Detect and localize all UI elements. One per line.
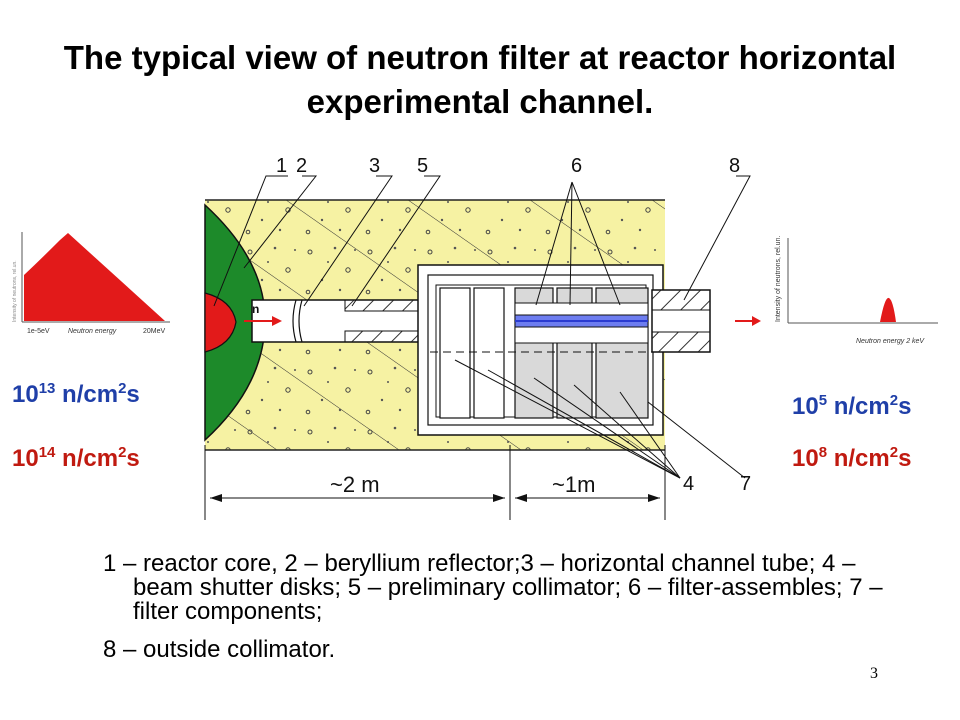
- spectrum-left: 1e-5eV Neutron energy 20MeV Intensity of…: [12, 232, 170, 335]
- spectrum-right: Neutron energy 2 keV Intensity of neutro…: [775, 236, 938, 345]
- flux-left-top: 1013 n/cm2s: [12, 380, 140, 408]
- callout-1: 1: [276, 155, 287, 177]
- filter-housing: [417, 264, 665, 436]
- reactor-core: [204, 292, 237, 353]
- page-title: The typical view of neutron filter at re…: [63, 39, 897, 120]
- flux-right-top: 105 n/cm2s: [792, 392, 912, 420]
- callout-4: 4: [683, 473, 694, 495]
- flux-left-bottom: 1014 n/cm2s: [12, 444, 140, 472]
- callout-3: 3: [369, 155, 380, 177]
- callouts: 1 2 3 5 6 8 4 7: [213, 155, 751, 495]
- legend-caption: 1 – reactor core, 2 – beryllium reflecto…: [103, 552, 903, 662]
- callout-8: 8: [729, 155, 740, 177]
- svg-text:Neutron energy 2 keV: Neutron energy 2 keV: [856, 338, 925, 345]
- caption-line-1: 1 – reactor core, 2 – beryllium reflecto…: [103, 550, 883, 625]
- svg-text:n: n: [252, 302, 259, 316]
- svg-text:1e-5eV: 1e-5eV: [27, 328, 50, 335]
- dimension-label-1m: ~1m: [552, 472, 595, 497]
- svg-text:Intensity of neutrons, rel.un.: Intensity of neutrons, rel.un.: [775, 236, 782, 322]
- page-number: 3: [870, 665, 878, 682]
- dimension-label-2m: ~2 m: [330, 472, 380, 497]
- flux-right-bottom: 108 n/cm2s: [792, 444, 912, 472]
- svg-text:20MeV: 20MeV: [143, 328, 166, 335]
- outside-collimator: [651, 289, 761, 353]
- callout-6: 6: [571, 155, 582, 177]
- neutron-beam-arrow: n: [244, 302, 282, 326]
- callout-2: 2: [296, 155, 307, 177]
- caption-line-2: 8 – outside collimator.: [103, 636, 336, 663]
- callout-5: 5: [417, 155, 428, 177]
- svg-text:Intensity of neutrons, rel.un.: Intensity of neutrons, rel.un.: [12, 260, 18, 322]
- callout-7: 7: [740, 473, 751, 495]
- svg-text:Neutron energy: Neutron energy: [68, 328, 117, 335]
- dimensions: ~2 m ~1m: [204, 445, 666, 520]
